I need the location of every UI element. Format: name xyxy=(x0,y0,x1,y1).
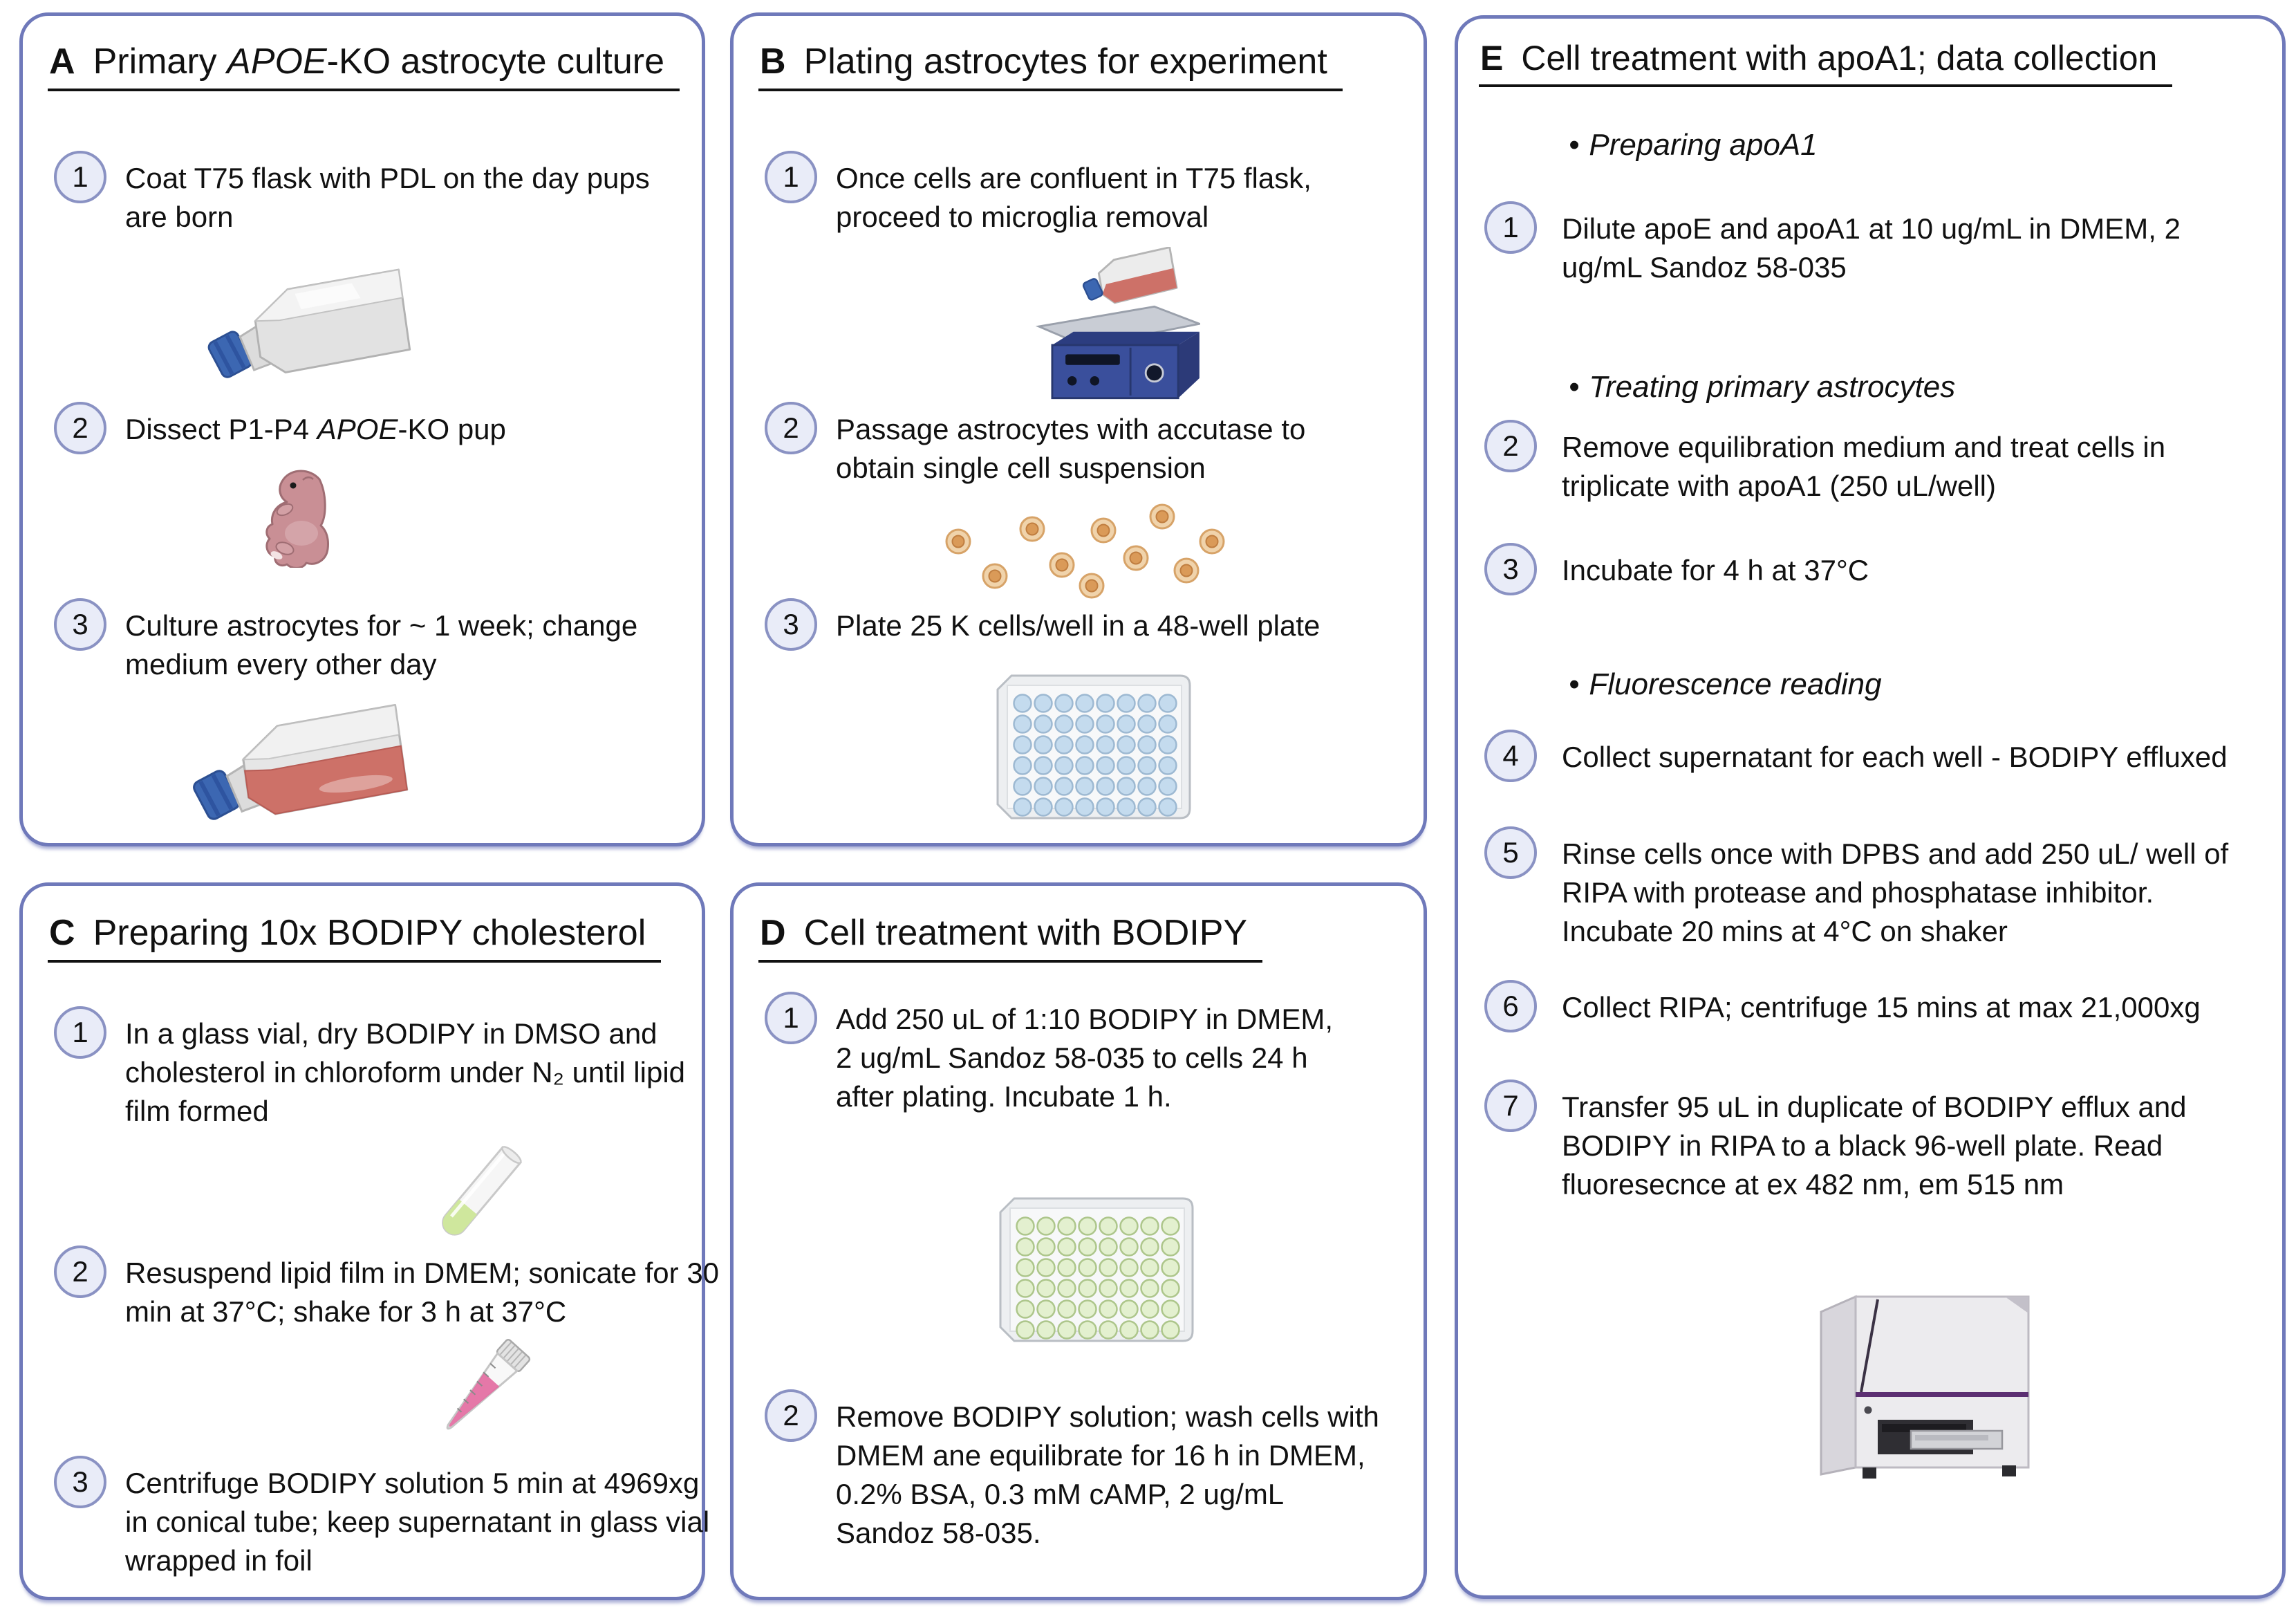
panel-title: Primary APOE-KO astrocyte culture xyxy=(93,41,665,82)
step-number-badge: 2 xyxy=(765,402,817,454)
panel-a-primary-astrocyte-culture: A Primary APOE-KO astrocyte culture 1 Coa… xyxy=(19,12,705,846)
step-text: Culture astrocytes for ~ 1 week; change … xyxy=(125,609,638,680)
step-number: 5 xyxy=(1502,836,1519,869)
step-text: Once cells are confluent in T75 flask, p… xyxy=(836,162,1312,233)
step-number: 6 xyxy=(1502,990,1519,1022)
step-number: 1 xyxy=(1502,211,1519,243)
step-number-badge: 3 xyxy=(765,598,817,651)
t75-flask-empty-icon xyxy=(192,249,420,405)
step-number: 2 xyxy=(72,411,88,444)
conical-tube-icon xyxy=(393,1332,566,1455)
step-number: 2 xyxy=(783,1399,799,1432)
step-number: 2 xyxy=(783,411,799,444)
panel-letter: D xyxy=(760,913,786,953)
panel-b-plating-astrocytes: B Plating astrocytes for experiment 1 Onc… xyxy=(730,12,1427,846)
step-number: 1 xyxy=(783,1001,799,1034)
step-number: 4 xyxy=(1502,739,1519,772)
step-number: 1 xyxy=(72,160,88,193)
panel-d-cell-treatment-bodipy: D Cell treatment with BODIPY 1 Add 250 uL… xyxy=(730,882,1427,1600)
panel-d-header: D Cell treatment with BODIPY xyxy=(758,913,1263,963)
48-well-plate-green-icon xyxy=(991,1190,1198,1349)
panel-title: Preparing 10x BODIPY cholesterol xyxy=(93,913,646,953)
glass-test-tube-icon xyxy=(400,1135,559,1252)
bullet-dot: • xyxy=(1569,667,1580,701)
step-text: Plate 25 K cells/well in a 48-well plate xyxy=(836,609,1320,642)
step-number: 2 xyxy=(72,1255,88,1288)
step-number-badge: 6 xyxy=(1484,980,1537,1032)
step-number: 3 xyxy=(1502,553,1519,585)
step-text: Dissect P1-P4 APOE-KO pup xyxy=(125,413,506,445)
panel-c-preparing-bodipy: C Preparing 10x BODIPY cholesterol 1 In a… xyxy=(19,882,719,1600)
newborn-mouse-pup-icon xyxy=(261,465,344,569)
bullet-label: Fluorescence reading xyxy=(1589,667,1882,701)
bullet-dot: • xyxy=(1569,128,1580,162)
panel-letter: B xyxy=(760,41,786,82)
48-well-plate-blue-icon xyxy=(988,667,1195,826)
t75-flask-with-medium-icon xyxy=(176,692,418,839)
step-text: Incubate for 4 h at 37°C xyxy=(1562,554,1869,586)
step-number: 7 xyxy=(1502,1089,1519,1122)
step-text: Remove equilibration medium and treat ce… xyxy=(1562,431,2166,502)
panel-title: Cell treatment with apoA1; data collecti… xyxy=(1521,39,2158,77)
step-number-badge: 2 xyxy=(54,402,106,454)
panel-letter: E xyxy=(1480,39,1504,77)
bullet-label: Preparing apoA1 xyxy=(1589,128,1818,162)
step-number: 2 xyxy=(1502,429,1519,462)
step-text: Add 250 uL of 1:10 BODIPY in DMEM, 2 ug/… xyxy=(836,1003,1334,1113)
step-number-badge: 2 xyxy=(765,1389,817,1442)
step-text: Rinse cells once with DPBS and add 250 u… xyxy=(1562,837,2229,947)
step-number: 3 xyxy=(72,608,88,640)
step-number-badge: 2 xyxy=(1484,420,1537,472)
step-number-badge: 3 xyxy=(1484,543,1537,595)
step-text: In a glass vial, dry BODIPY in DMSO and … xyxy=(125,1017,686,1127)
bullet-dot: • xyxy=(1569,370,1580,404)
step-text: Passage astrocytes with accutase to obta… xyxy=(836,413,1306,484)
step-number-badge: 1 xyxy=(54,151,106,203)
step-text: Dilute apoE and apoA1 at 10 ug/mL in DME… xyxy=(1562,212,2181,284)
step-number-badge: 2 xyxy=(54,1245,106,1298)
panel-title: Plating astrocytes for experiment xyxy=(803,41,1327,82)
microplate-reader-icon xyxy=(1773,1257,2091,1492)
single-cell-suspension-icon xyxy=(934,488,1231,602)
step-text: Coat T75 flask with PDL on the day pups … xyxy=(125,162,650,233)
panel-e-header: E Cell treatment with apoA1; data collect… xyxy=(1479,39,2173,87)
step-number-badge: 7 xyxy=(1484,1080,1537,1132)
panel-title: Cell treatment with BODIPY xyxy=(803,913,1248,953)
step-number: 3 xyxy=(783,608,799,640)
step-number-badge: 4 xyxy=(1484,730,1537,782)
panel-e-apoa1-data-collection: E Cell treatment with apoA1; data collect… xyxy=(1455,15,2286,1599)
bullet-label: Treating primary astrocytes xyxy=(1589,370,1956,404)
step-number-badge: 5 xyxy=(1484,826,1537,879)
step-text: Collect supernatant for each well - BODI… xyxy=(1562,741,2228,773)
step-number: 3 xyxy=(72,1465,88,1498)
step-number-badge: 1 xyxy=(765,151,817,203)
panel-a-header: A Primary APOE-KO astrocyte culture xyxy=(48,41,680,92)
panel-c-header: C Preparing 10x BODIPY cholesterol xyxy=(48,913,662,963)
step-text: Centrifuge BODIPY solution 5 min at 4969… xyxy=(125,1467,710,1577)
step-number: 1 xyxy=(783,160,799,193)
step-text: Remove BODIPY solution; wash cells with … xyxy=(836,1400,1379,1549)
panel-letter: A xyxy=(49,41,75,82)
step-number: 1 xyxy=(72,1016,88,1048)
step-text: Resuspend lipid film in DMEM; sonicate f… xyxy=(125,1257,720,1328)
step-text: Transfer 95 uL in duplicate of BODIPY ef… xyxy=(1562,1091,2187,1201)
panel-letter: C xyxy=(49,913,75,953)
step-number-badge: 3 xyxy=(54,598,106,651)
step-number-badge: 1 xyxy=(54,1006,106,1059)
flask-on-shaker-icon xyxy=(1000,246,1204,409)
panel-b-header: B Plating astrocytes for experiment xyxy=(758,41,1343,92)
step-number-badge: 1 xyxy=(1484,201,1537,254)
step-number-badge: 1 xyxy=(765,992,817,1044)
step-text: Collect RIPA; centrifuge 15 mins at max … xyxy=(1562,991,2201,1023)
step-number-badge: 3 xyxy=(54,1456,106,1508)
